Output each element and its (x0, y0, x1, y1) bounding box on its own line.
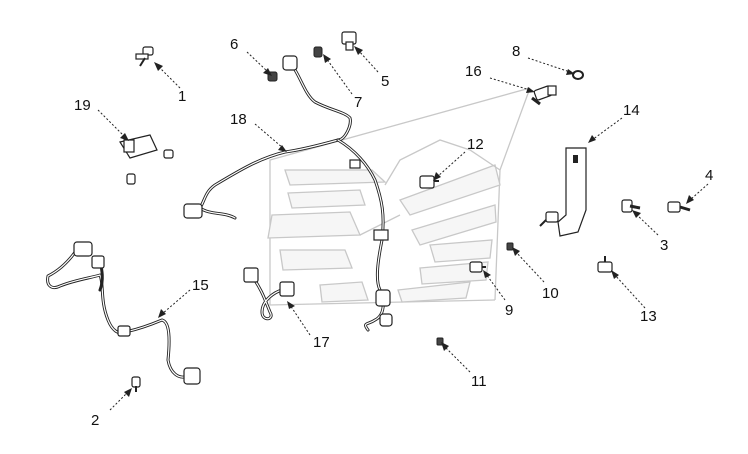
callout-5: 5 (381, 73, 389, 90)
engine-block-outline (267, 87, 531, 306)
part-10-nut (506, 242, 514, 251)
callout-12: 12 (467, 136, 484, 153)
part-14-bracket (539, 147, 587, 237)
part-9-sensor (469, 261, 486, 273)
part-1-fastener (135, 46, 154, 67)
callout-7: 7 (354, 94, 362, 111)
part-19-bracket (119, 134, 174, 185)
callout-2: 2 (91, 412, 99, 429)
part-13-sensor (597, 256, 613, 273)
part-4-bolt (667, 201, 691, 213)
callout-14: 14 (623, 102, 640, 119)
part-8-o-ring (572, 70, 584, 80)
callout-4: 4 (705, 167, 713, 184)
callout-13: 13 (640, 308, 657, 325)
callout-9: 9 (505, 302, 513, 319)
callout-labels: 1 2 3 4 5 6 7 8 9 10 11 12 13 14 15 16 1… (74, 36, 713, 429)
callout-8: 8 (512, 43, 520, 60)
callout-1: 1 (178, 88, 186, 105)
callout-11: 11 (471, 373, 487, 390)
part-15-wiring-harness (46, 241, 201, 385)
part-2-fastener (131, 376, 141, 392)
leader-lines (97, 46, 709, 411)
callout-10: 10 (542, 285, 559, 302)
callout-6: 6 (230, 36, 238, 53)
callout-16: 16 (465, 63, 482, 80)
part-5-fitting (341, 31, 357, 51)
callout-17: 17 (313, 334, 330, 351)
callout-15: 15 (192, 277, 209, 294)
part-7-nut (313, 46, 323, 58)
part-3-bolt (621, 199, 641, 213)
callout-3: 3 (660, 237, 668, 254)
part-16-sensor (531, 85, 557, 106)
part-18-wiring-harness (183, 55, 393, 332)
callout-19: 19 (74, 97, 91, 114)
part-12-connector (419, 175, 439, 189)
callout-18: 18 (230, 111, 247, 128)
part-17-hose (243, 267, 295, 321)
